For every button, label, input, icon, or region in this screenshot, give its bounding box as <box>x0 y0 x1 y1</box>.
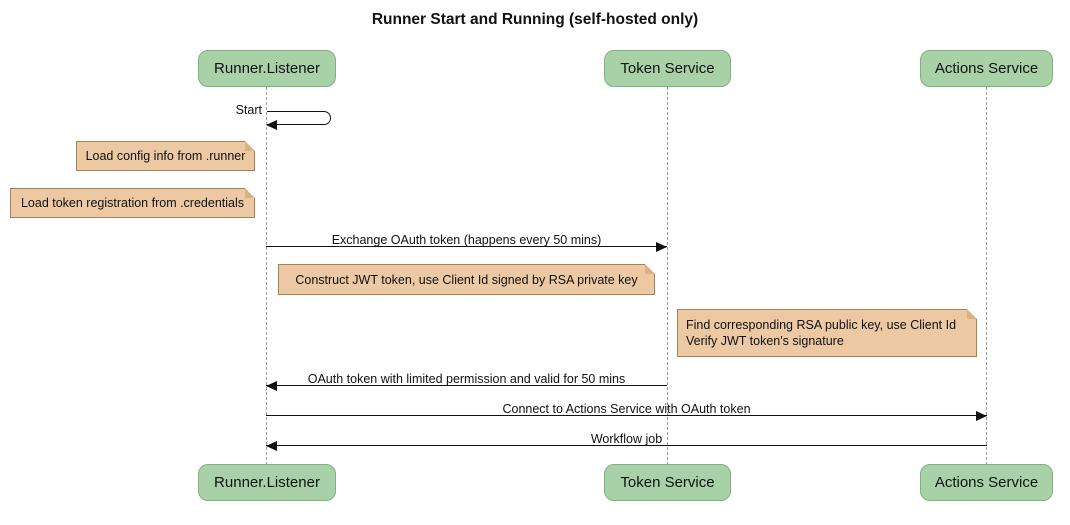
note-verify-jwt-line2: Verify JWT token's signature <box>686 334 844 348</box>
message-exchange-label: Exchange OAuth token (happens every 50 m… <box>331 233 602 247</box>
note-fold-icon <box>245 188 255 198</box>
message-connect-line <box>266 415 987 416</box>
arrowhead <box>266 120 277 130</box>
message-connect-label: Connect to Actions Service with OAuth to… <box>502 402 751 416</box>
participant-actions-service-top: Actions Service <box>920 50 1053 87</box>
lifeline-runner-listener <box>266 87 267 465</box>
note-load-token-registration: Load token registration from .credential… <box>10 188 255 218</box>
note-verify-jwt: Find corresponding RSA public key, use C… <box>677 309 977 357</box>
participant-runner-listener-bottom: Runner.Listener <box>198 464 336 501</box>
arrowhead <box>976 411 987 421</box>
arrowhead <box>266 441 277 451</box>
note-load-config: Load config info from .runner <box>76 141 255 171</box>
lifeline-token-service <box>667 87 668 465</box>
participant-token-service-bottom: Token Service <box>604 464 731 501</box>
note-load-token-registration-text: Load token registration from .credential… <box>20 196 245 210</box>
message-oauth-return-label: OAuth token with limited permission and … <box>307 372 626 386</box>
note-construct-jwt-text: Construct JWT token, use Client Id signe… <box>295 272 638 287</box>
message-oauth-return-line <box>266 385 667 386</box>
message-start-label: Start <box>235 103 262 117</box>
message-exchange-line <box>266 246 667 247</box>
message-start-loop <box>267 111 331 125</box>
note-fold-icon <box>967 309 977 319</box>
note-verify-jwt-line1: Find corresponding RSA public key, use C… <box>686 318 957 332</box>
message-workflow-label: Workflow job <box>590 432 663 446</box>
note-load-config-text: Load config info from .runner <box>85 149 246 163</box>
participant-runner-listener-top: Runner.Listener <box>198 50 336 87</box>
message-workflow-line <box>266 445 987 446</box>
arrowhead <box>266 381 277 391</box>
note-fold-icon <box>245 141 255 151</box>
diagram-title: Runner Start and Running (self-hosted on… <box>371 11 699 28</box>
lifeline-actions-service <box>986 87 987 465</box>
participant-token-service-top: Token Service <box>604 50 731 87</box>
note-construct-jwt: Construct JWT token, use Client Id signe… <box>278 264 655 295</box>
note-fold-icon <box>645 264 655 274</box>
arrowhead <box>656 242 667 252</box>
participant-actions-service-bottom: Actions Service <box>920 464 1053 501</box>
